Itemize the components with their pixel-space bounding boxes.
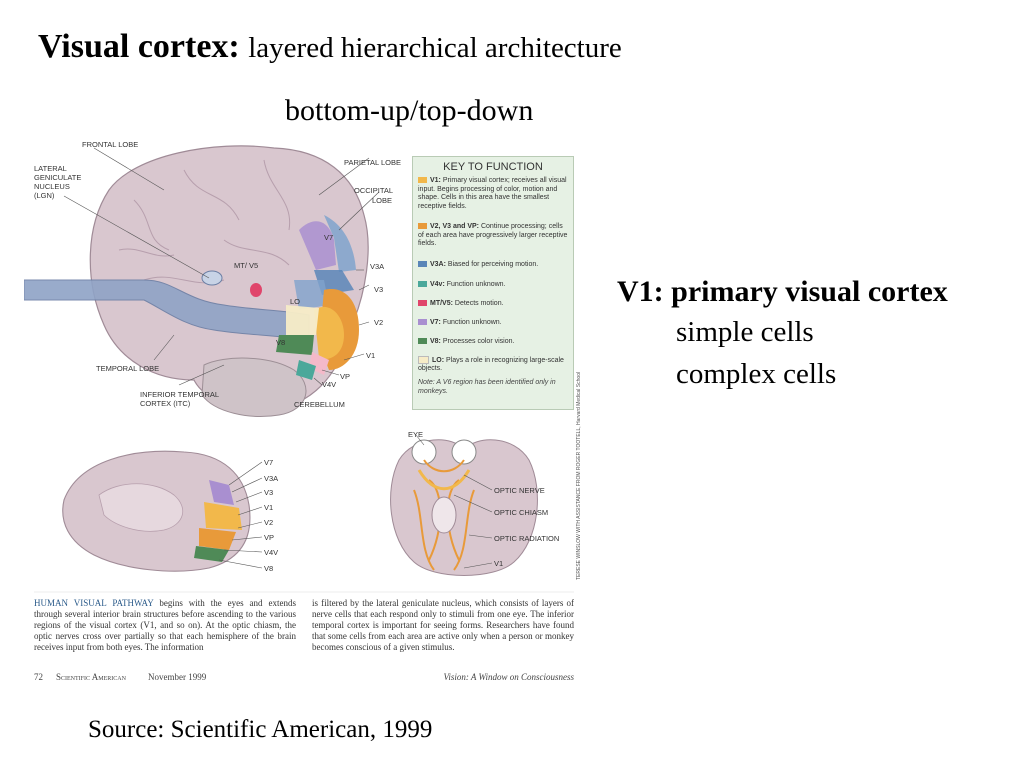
issue-date: November 1999 [148, 672, 207, 682]
label-cerebellum: CEREBELLUM [294, 400, 345, 409]
swatch-mt [418, 300, 427, 307]
caption-right: is filtered by the lateral geniculate nu… [312, 598, 574, 652]
key-to-function: KEY TO FUNCTION V1: Primary visual corte… [412, 156, 574, 410]
label-medial-v2: V2 [264, 518, 274, 527]
label-v2: V2 [374, 318, 384, 327]
swatch-v3a [418, 261, 427, 268]
label-lo: LO [290, 297, 301, 306]
label-v3a: V3A [370, 262, 385, 271]
title-rest: layered hierarchical architecture [248, 32, 622, 64]
label-itc-1: INFERIOR TEMPORAL [140, 390, 220, 399]
key-item-v7: V7: Function unknown. [418, 319, 568, 328]
label-vp: VP [340, 372, 351, 381]
brain-illustration [24, 145, 574, 593]
label-v3: V3 [374, 285, 384, 294]
v1-simple-cells: simple cells [676, 316, 814, 348]
label-medial-v4v: V4v [264, 548, 279, 557]
caption-left: HUMAN VISUAL PATHWAY begins with the eye… [34, 598, 296, 652]
v1-complex-cells: complex cells [676, 358, 837, 390]
magazine-name: Scientific American [56, 672, 126, 682]
label-medial-v1: V1 [264, 503, 274, 512]
label-lgn-4: (LGN) [34, 191, 55, 200]
swatch-lo [418, 356, 429, 364]
v1-heading: V1: primary visual cortex [617, 275, 948, 308]
label-lgn-2: GENICULATE [34, 173, 82, 182]
label-v4v: V4v [322, 380, 337, 389]
label-itc-2: CORTEX (ITC) [140, 399, 191, 408]
label-medial-v7: V7 [264, 458, 274, 467]
label-parietal-lobe: PARIETAL LOBE [344, 158, 401, 167]
label-occipital-1: OCCIPITAL [354, 186, 394, 195]
illustration-credit: TERESE WINSLOW WITH ASSISTANCE FROM ROGE… [576, 371, 582, 580]
key-item-lo: LO: Plays a role in recognizing large-sc… [418, 356, 564, 373]
key-item-mt-v5: MT/V5: Detects motion. [418, 300, 568, 309]
slide-title: Visual cortex: layered hierarchical arch… [38, 28, 622, 66]
slide-subtitle: bottom-up/top-down [285, 94, 534, 127]
article-title: Vision: A Window on Consciousness [443, 672, 574, 682]
label-mt-v5: MT/ V5 [234, 261, 259, 270]
visual-pathway-figure: FRONTAL LOBE LATERAL GENICULATE NUCLEUS … [24, 130, 590, 690]
label-eye: EYE [408, 430, 424, 439]
label-v8: V8 [276, 338, 286, 347]
label-lgn-1: LATERAL [34, 164, 67, 173]
label-medial-vp: VP [264, 533, 275, 542]
key-item-v8: V8: Processes color vision. [418, 338, 568, 347]
source-citation: Source: Scientific American, 1999 [88, 716, 433, 743]
label-optic-radiation: OPTIC RADIATION [494, 534, 560, 543]
label-medial-v8: V8 [264, 564, 274, 573]
label-v1: V1 [366, 351, 376, 360]
label-medial-v3: V3 [264, 488, 274, 497]
key-item-v3a: V3A: Biased for perceiving motion. [418, 261, 568, 270]
label-lgn-3: NUCLEUS [34, 182, 70, 191]
swatch-v7 [418, 319, 427, 326]
key-note: Note: A V6 region has been identified on… [418, 379, 556, 395]
swatch-v8 [418, 338, 427, 345]
label-v7: V7 [324, 233, 334, 242]
key-item-v2-v3-vp: V2, V3 and VP: Continue processing; cell… [418, 223, 568, 247]
label-optic-chiasm: OPTIC CHIASM [494, 508, 549, 517]
key-item-v4v: V4v: Function unknown. [418, 281, 568, 290]
caption-lead: HUMAN VISUAL PATHWAY [34, 598, 154, 608]
page-number: 72 [34, 672, 43, 682]
label-frontal-lobe: FRONTAL LOBE [82, 140, 139, 149]
key-item-v1: V1: Primary visual cortex; receives all … [418, 177, 567, 210]
swatch-v1 [418, 177, 427, 184]
label-occipital-2: LOBE [372, 196, 393, 205]
label-temporal-lobe: TEMPORAL LOBE [96, 364, 160, 373]
swatch-v4v [418, 281, 427, 288]
key-heading: KEY TO FUNCTION [443, 161, 543, 173]
label-medial-v3a: V3A [264, 474, 279, 483]
label-optic-nerve: OPTIC NERVE [494, 486, 545, 495]
swatch-v2 [418, 223, 427, 230]
label-bottom-v1: V1 [494, 559, 504, 568]
title-bold: Visual cortex: [38, 28, 240, 65]
